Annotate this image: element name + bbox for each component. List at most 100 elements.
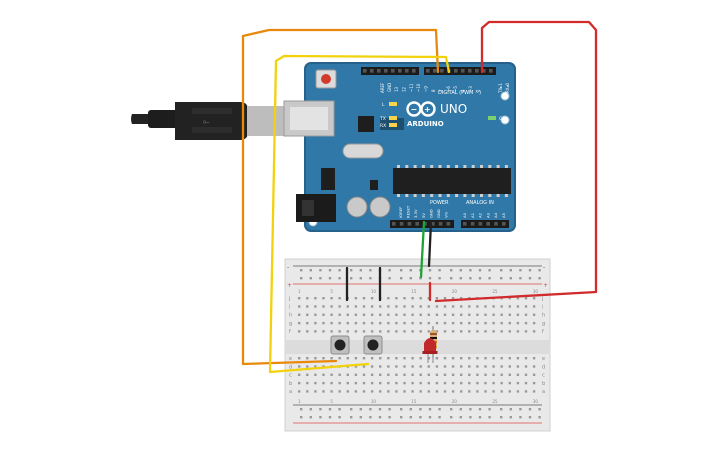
breadboard-hole[interactable] xyxy=(427,305,430,308)
breadboard-hole[interactable] xyxy=(395,373,398,376)
breadboard-hole[interactable] xyxy=(443,305,447,308)
breadboard-hole[interactable] xyxy=(484,305,487,308)
rail-hole[interactable] xyxy=(350,408,353,411)
rail-hole[interactable] xyxy=(419,416,422,419)
rail-hole[interactable] xyxy=(400,416,403,419)
rail-hole[interactable] xyxy=(309,416,312,419)
breadboard-hole[interactable] xyxy=(314,321,317,325)
breadboard-hole[interactable] xyxy=(379,373,382,376)
breadboard-hole[interactable] xyxy=(524,297,528,300)
breadboard-hole[interactable] xyxy=(476,330,479,333)
rail-hole[interactable] xyxy=(538,277,541,280)
header-pin-hole[interactable] xyxy=(392,222,396,226)
breadboard-hole[interactable] xyxy=(322,381,325,385)
rail-hole[interactable] xyxy=(309,408,312,411)
breadboard-hole[interactable] xyxy=(427,321,430,325)
breadboard-hole[interactable] xyxy=(403,365,406,368)
header-pin-hole[interactable] xyxy=(431,222,435,226)
breadboard-hole[interactable] xyxy=(314,365,317,368)
rail-hole[interactable] xyxy=(450,416,453,419)
breadboard-hole[interactable] xyxy=(435,313,439,316)
breadboard-hole[interactable] xyxy=(451,381,455,385)
rail-hole[interactable] xyxy=(338,277,341,280)
breadboard-hole[interactable] xyxy=(354,297,358,300)
breadboard-hole[interactable] xyxy=(516,373,520,376)
red-wire-pin2[interactable] xyxy=(434,20,598,303)
rail-hole[interactable] xyxy=(309,277,312,280)
rail-hole[interactable] xyxy=(359,408,362,411)
breadboard-hole[interactable] xyxy=(403,313,406,316)
breadboard-hole[interactable] xyxy=(387,321,390,325)
breadboard-hole[interactable] xyxy=(298,313,301,316)
rail-hole[interactable] xyxy=(438,277,441,280)
breadboard-hole[interactable] xyxy=(403,390,406,393)
rail-hole[interactable] xyxy=(528,416,532,419)
rail-hole[interactable] xyxy=(500,269,503,272)
rail-hole[interactable] xyxy=(459,269,462,272)
breadboard-hole[interactable] xyxy=(370,357,374,360)
breadboard-hole[interactable] xyxy=(379,357,382,360)
breadboard-hole[interactable] xyxy=(403,321,406,325)
breadboard-hole[interactable] xyxy=(330,297,333,300)
breadboard-hole[interactable] xyxy=(338,297,341,300)
breadboard-hole[interactable] xyxy=(460,365,463,368)
breadboard-hole[interactable] xyxy=(524,390,528,393)
breadboard-hole[interactable] xyxy=(370,321,374,325)
breadboard-hole[interactable] xyxy=(411,357,414,360)
rail-hole[interactable] xyxy=(369,408,372,411)
rail-hole[interactable] xyxy=(409,416,412,419)
yellow-wire[interactable] xyxy=(268,54,451,374)
breadboard-hole[interactable] xyxy=(443,390,447,393)
rail-hole[interactable] xyxy=(538,416,541,419)
header-pin-hole[interactable] xyxy=(463,222,467,226)
header-pin-hole[interactable] xyxy=(391,69,395,73)
breadboard-hole[interactable] xyxy=(362,330,366,333)
breadboard-hole[interactable] xyxy=(451,365,455,368)
breadboard-hole[interactable] xyxy=(395,365,398,368)
breadboard-hole[interactable] xyxy=(379,330,382,333)
rail-hole[interactable] xyxy=(388,269,391,272)
breadboard-hole[interactable] xyxy=(346,381,349,385)
rail-hole[interactable] xyxy=(359,416,362,419)
breadboard-hole[interactable] xyxy=(508,381,511,385)
header-pin-hole[interactable] xyxy=(494,222,498,226)
breadboard-hole[interactable] xyxy=(298,357,301,360)
orange-wire[interactable] xyxy=(241,28,440,366)
rail-hole[interactable] xyxy=(378,416,382,419)
breadboard-hole[interactable] xyxy=(314,330,317,333)
header-pin-hole[interactable] xyxy=(470,222,475,226)
breadboard-hole[interactable] xyxy=(492,390,495,393)
breadboard-hole[interactable] xyxy=(403,305,406,308)
breadboard-hole[interactable] xyxy=(419,381,422,385)
pushbutton-2-cap[interactable] xyxy=(367,339,379,351)
breadboard-hole[interactable] xyxy=(330,357,333,360)
rail-hole[interactable] xyxy=(319,416,322,419)
rail-hole[interactable] xyxy=(328,408,332,411)
breadboard-hole[interactable] xyxy=(370,297,374,300)
breadboard-hole[interactable] xyxy=(443,313,447,316)
breadboard-hole[interactable] xyxy=(435,305,439,308)
breadboard-hole[interactable] xyxy=(306,330,309,333)
breadboard-hole[interactable] xyxy=(468,305,471,308)
breadboard-hole[interactable] xyxy=(395,381,398,385)
breadboard-hole[interactable] xyxy=(314,373,317,376)
breadboard-hole[interactable] xyxy=(322,357,325,360)
breadboard-hole[interactable] xyxy=(362,373,366,376)
breadboard-hole[interactable] xyxy=(411,313,414,316)
rail-hole[interactable] xyxy=(369,416,372,419)
breadboard-hole[interactable] xyxy=(403,381,406,385)
breadboard-hole[interactable] xyxy=(387,365,390,368)
breadboard-hole[interactable] xyxy=(298,305,301,308)
breadboard-hole[interactable] xyxy=(435,297,439,300)
breadboard-hole[interactable] xyxy=(484,365,487,368)
breadboard-hole[interactable] xyxy=(508,365,511,368)
header-pin-hole[interactable] xyxy=(433,69,437,73)
breadboard-hole[interactable] xyxy=(508,373,511,376)
breadboard-hole[interactable] xyxy=(435,357,439,360)
rail-hole[interactable] xyxy=(438,269,441,272)
breadboard-hole[interactable] xyxy=(500,373,503,376)
rail-hole[interactable] xyxy=(400,277,403,280)
rail-hole[interactable] xyxy=(438,408,441,411)
header-pin-hole[interactable] xyxy=(454,69,458,73)
header-pin-hole[interactable] xyxy=(377,69,381,73)
